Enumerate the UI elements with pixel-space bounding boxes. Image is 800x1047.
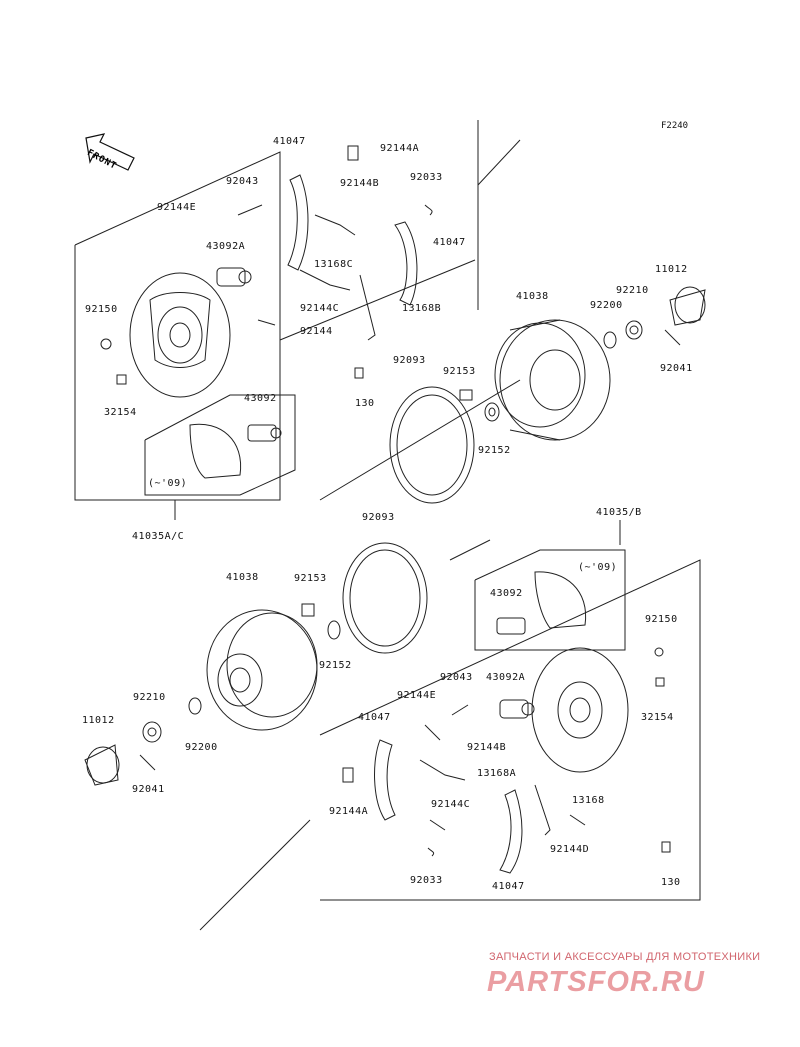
callout-92144c: 92144C <box>300 303 340 314</box>
callout-92041: 92041 <box>660 363 693 374</box>
callout-92041: 92041 <box>132 784 165 795</box>
callout-130: 130 <box>355 398 375 409</box>
top-brake-drum <box>499 319 611 441</box>
callout-32154: 32154 <box>104 407 137 418</box>
callout-92144e: 92144E <box>157 202 197 213</box>
top-group-outline <box>74 151 281 501</box>
callout-32154: 32154 <box>641 712 674 723</box>
callout-92144e: 92144E <box>397 690 437 701</box>
callout-92043: 92043 <box>440 672 473 683</box>
variant-box-bottom <box>474 549 626 651</box>
callout-11012: 11012 <box>82 715 115 726</box>
callout-43092a: 43092A <box>486 672 526 683</box>
callout-41047: 41047 <box>492 881 525 892</box>
callout-11012: 11012 <box>655 264 688 275</box>
callout-41035b: 41035/B <box>596 507 642 518</box>
callout-92144: 92144 <box>300 326 333 337</box>
callout-92144b: 92144B <box>467 742 507 753</box>
callout-41038: 41038 <box>516 291 549 302</box>
watermark-caption: ЗАПЧАСТИ И АКСЕССУАРЫ ДЛЯ МОТОТЕХНИКИ <box>489 951 761 963</box>
variant-note: (~'09) <box>578 562 618 573</box>
callout-41047: 41047 <box>433 237 466 248</box>
callout-92043: 92043 <box>226 176 259 187</box>
top-group-inner <box>279 259 476 341</box>
front-direction-arrow-icon <box>85 133 135 171</box>
variant-note: (~'09) <box>148 478 188 489</box>
callout-92144c: 92144C <box>431 799 471 810</box>
watermark-logo: PARTSFOR.RU <box>487 966 705 998</box>
callout-92093: 92093 <box>362 512 395 523</box>
callout-92144d: 92144D <box>550 844 590 855</box>
top-seal-ring <box>389 386 475 504</box>
callout-92144a: 92144A <box>380 143 420 154</box>
callout-92150: 92150 <box>645 614 678 625</box>
callout-41047: 41047 <box>358 712 391 723</box>
callout-92153: 92153 <box>294 573 327 584</box>
callout-92152: 92152 <box>478 445 511 456</box>
callout-13168: 13168 <box>572 795 605 806</box>
bottom-brake-panel <box>531 647 629 773</box>
callout-92033: 92033 <box>410 875 443 886</box>
callout-130: 130 <box>661 877 681 888</box>
bottom-brake-drum <box>206 609 318 731</box>
callout-92153: 92153 <box>443 366 476 377</box>
top-brake-panel <box>129 272 231 398</box>
bottom-seal-ring <box>342 542 428 654</box>
callout-13168c: 13168C <box>314 259 354 270</box>
callout-92152: 92152 <box>319 660 352 671</box>
figure-code: F2240 <box>661 121 689 131</box>
callout-92150: 92150 <box>85 304 118 315</box>
callout-92144b: 92144B <box>340 178 380 189</box>
callout-41038: 41038 <box>226 572 259 583</box>
callout-92144a: 92144A <box>329 806 369 817</box>
callout-92210: 92210 <box>616 285 649 296</box>
callout-92033: 92033 <box>410 172 443 183</box>
callout-41047: 41047 <box>273 136 306 147</box>
callout-92200: 92200 <box>185 742 218 753</box>
variant-box-top <box>144 394 296 496</box>
callout-13168a: 13168A <box>477 768 517 779</box>
bottom-group-outline <box>319 559 701 901</box>
callout-92200: 92200 <box>590 300 623 311</box>
callout-41035ac: 41035A/C <box>132 531 185 542</box>
callout-43092a: 43092A <box>206 241 246 252</box>
callout-13168b: 13168B <box>402 303 442 314</box>
callout-92210: 92210 <box>133 692 166 703</box>
callout-43092: 43092 <box>490 588 523 599</box>
callout-92093: 92093 <box>393 355 426 366</box>
callout-43092: 43092 <box>244 393 277 404</box>
